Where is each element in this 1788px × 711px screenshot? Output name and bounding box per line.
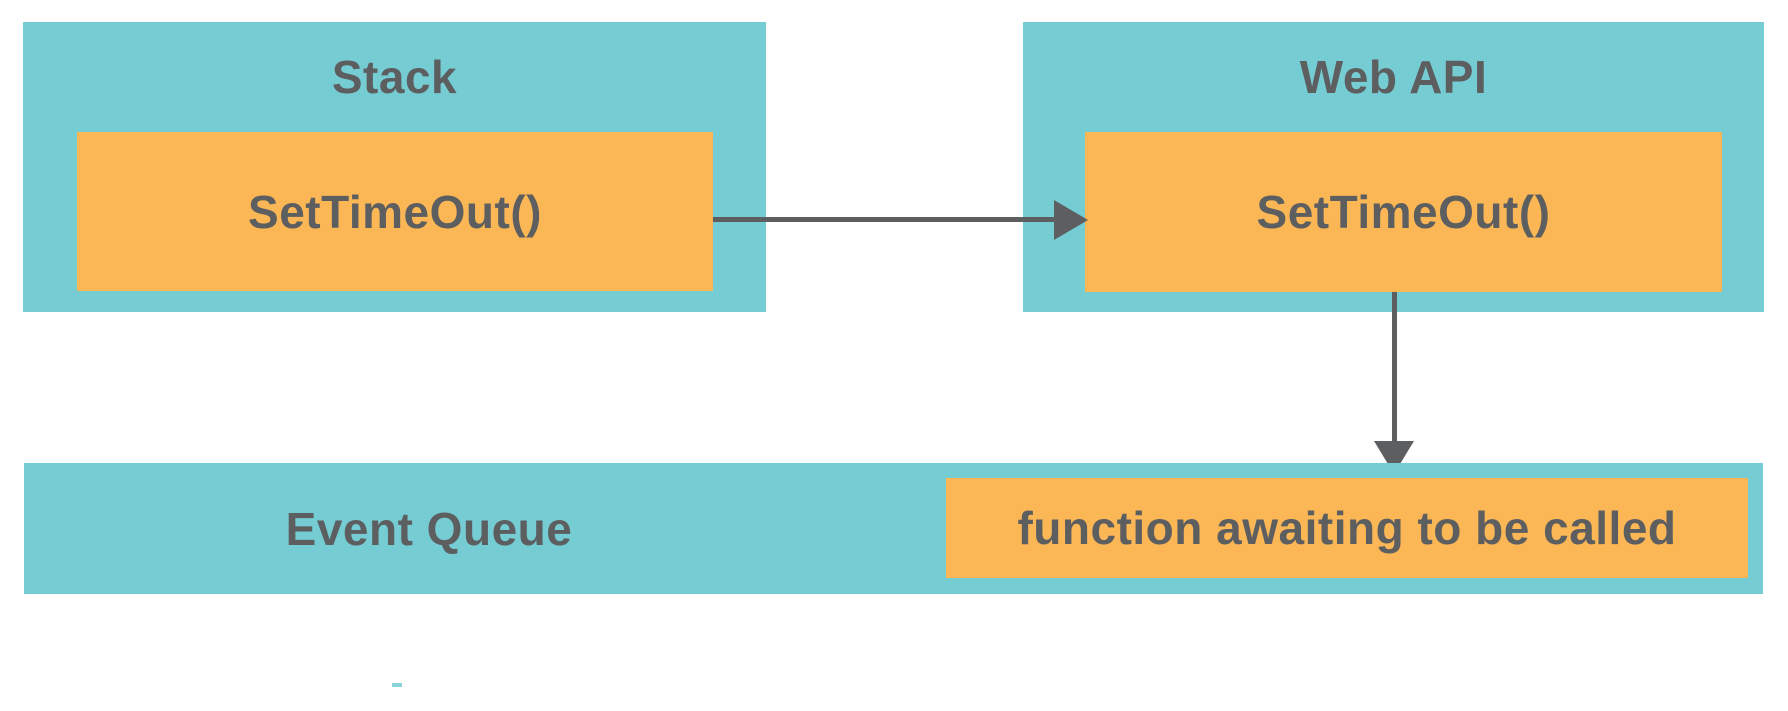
stack-box: Stack SetTimeOut() — [23, 22, 766, 312]
arrow-stack-to-webapi-line — [713, 217, 1054, 222]
arrow-webapi-to-eventqueue-line — [1392, 292, 1397, 441]
event-queue-bar: Event Queue function awaiting to be call… — [24, 463, 1763, 594]
event-queue-title: Event Queue — [285, 502, 573, 555]
stack-title: Stack — [331, 51, 458, 103]
event-queue-function-item: function awaiting to be called — [946, 478, 1748, 578]
stack-settimeout-item: SetTimeOut() — [77, 132, 713, 291]
webapi-box: Web API SetTimeOut() — [1023, 22, 1764, 312]
stray-mark — [392, 683, 402, 687]
webapi-settimeout-item: SetTimeOut() — [1085, 132, 1722, 292]
arrow-stack-to-webapi-head-icon — [1054, 200, 1088, 240]
webapi-title: Web API — [1299, 51, 1488, 103]
